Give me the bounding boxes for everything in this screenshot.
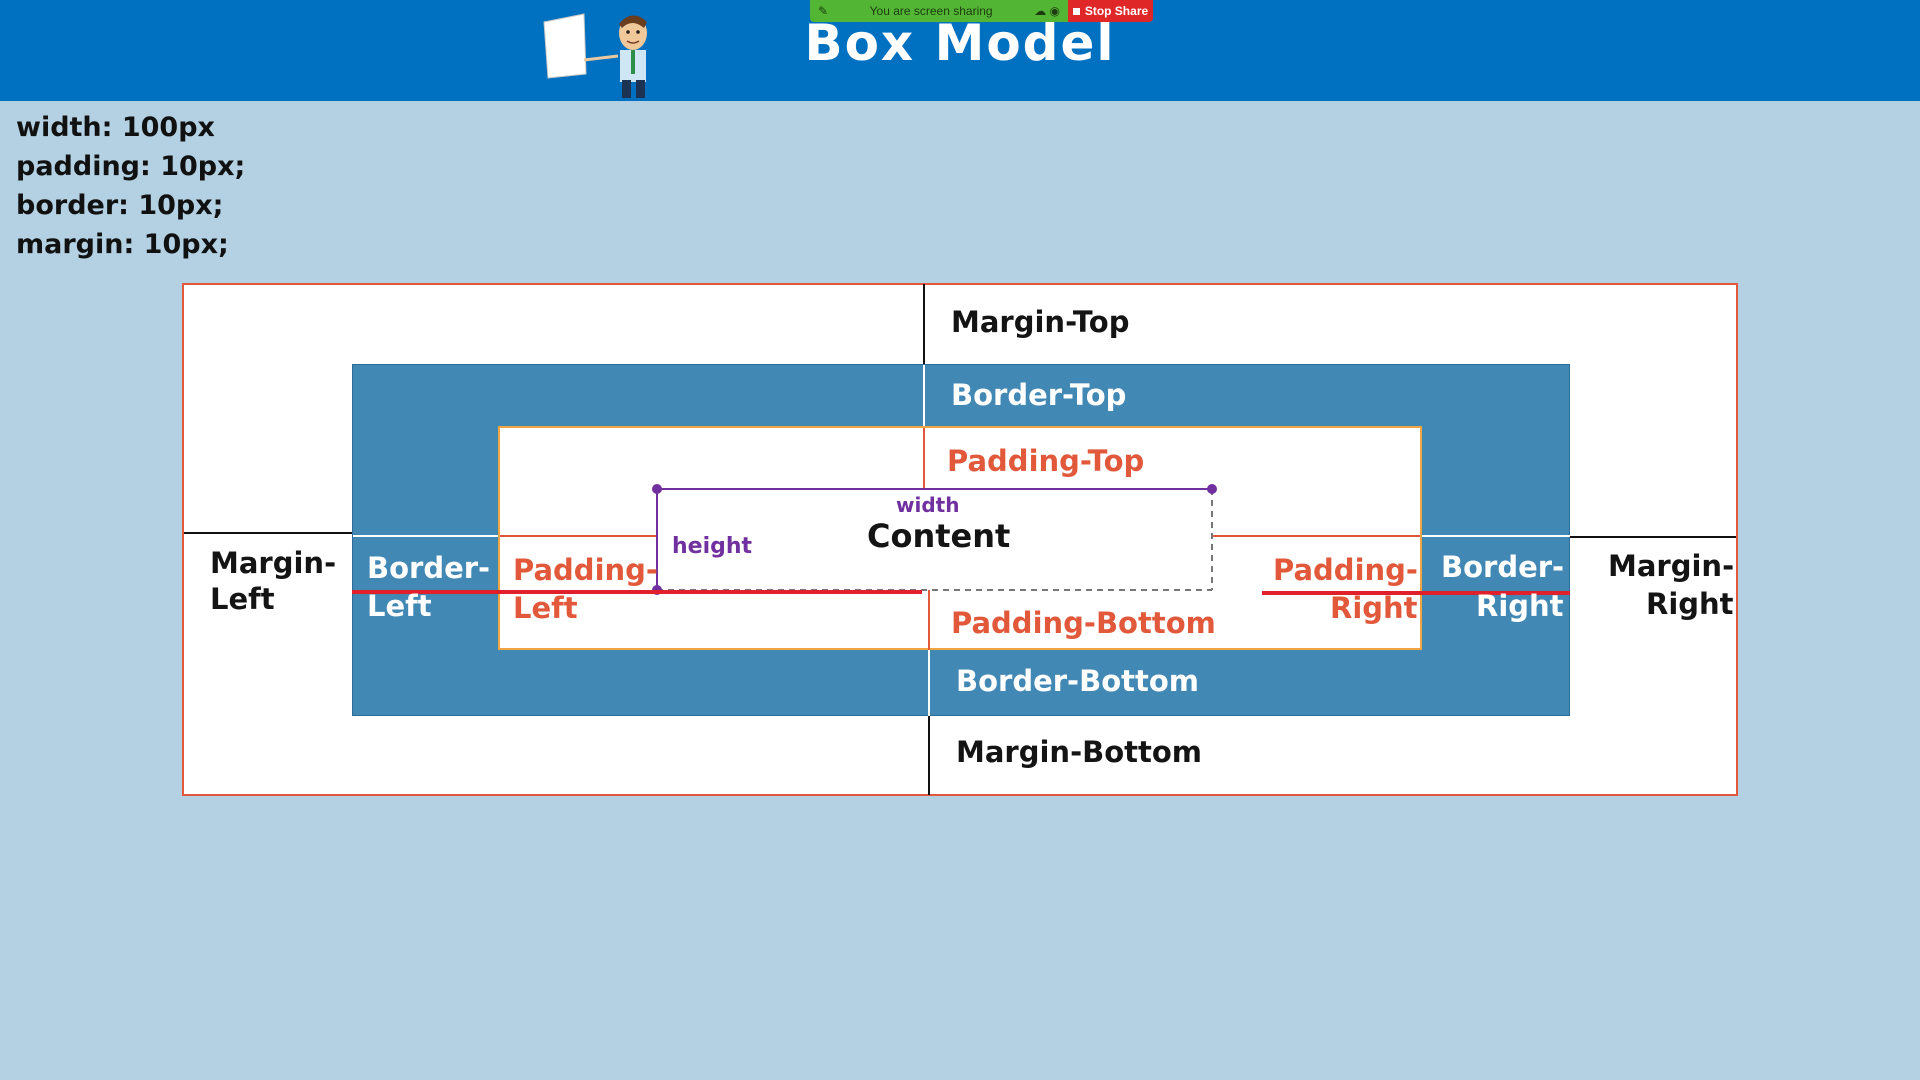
margin-right-divider bbox=[1570, 536, 1736, 538]
padding-right-label-line2: Right bbox=[1330, 591, 1418, 625]
border-right-divider bbox=[1422, 535, 1570, 537]
cloud-shield-icon[interactable]: ☁ ◉ bbox=[1034, 4, 1060, 18]
border-left-label-line1: Border- bbox=[367, 551, 491, 585]
border-left-label-line2: Left bbox=[367, 589, 432, 623]
css-padding-line: padding: 10px; bbox=[16, 151, 246, 182]
margin-top-divider bbox=[923, 284, 925, 364]
presenter-mascot-icon bbox=[543, 13, 647, 98]
css-border-line: border: 10px; bbox=[16, 190, 224, 221]
screen-share-bar: ✎ You are screen sharing ☁ ◉ Stop Share bbox=[810, 0, 1153, 22]
padding-left-label-line1: Padding- bbox=[513, 553, 658, 587]
border-right-label-line1: Border- bbox=[1441, 550, 1565, 584]
margin-right-label-line2: Right bbox=[1646, 587, 1734, 621]
stop-share-button[interactable]: Stop Share bbox=[1068, 0, 1153, 22]
margin-left-divider bbox=[184, 532, 352, 534]
css-margin-line: margin: 10px; bbox=[16, 229, 229, 260]
border-left-divider bbox=[353, 535, 498, 537]
margin-bottom-label: Margin-Bottom bbox=[956, 735, 1203, 769]
width-label: width bbox=[896, 493, 960, 517]
padding-right-divider bbox=[1212, 535, 1420, 537]
margin-top-label: Margin-Top bbox=[951, 305, 1130, 339]
page-title: Box Model bbox=[804, 14, 1116, 72]
stop-share-label: Stop Share bbox=[1084, 4, 1149, 18]
pin-icon[interactable]: ✎ bbox=[818, 4, 829, 18]
padding-right-label-line1: Padding- bbox=[1273, 553, 1418, 587]
padding-bottom-divider bbox=[928, 590, 930, 650]
height-label: height bbox=[672, 534, 753, 559]
border-bottom-divider bbox=[928, 650, 930, 716]
padding-left-label-line2: Left bbox=[513, 591, 578, 625]
css-property-list: width: 100px padding: 10px; border: 10px… bbox=[16, 108, 245, 264]
content-label: Content bbox=[867, 517, 1011, 555]
margin-right-label-line1: Margin- bbox=[1608, 549, 1735, 583]
margin-bottom-divider bbox=[928, 716, 930, 795]
border-top-label: Border-Top bbox=[951, 378, 1127, 412]
css-width-line: width: 100px bbox=[16, 112, 215, 143]
border-bottom-label: Border-Bottom bbox=[956, 664, 1199, 698]
padding-top-label: Padding-Top bbox=[947, 444, 1145, 478]
screen-share-status: ✎ You are screen sharing ☁ ◉ bbox=[810, 0, 1068, 22]
margin-left-label-line2: Left bbox=[210, 582, 275, 616]
padding-top-divider bbox=[923, 428, 925, 489]
padding-bottom-label: Padding-Bottom bbox=[951, 606, 1216, 640]
border-right-label-line2: Right bbox=[1476, 589, 1564, 623]
stop-icon bbox=[1072, 7, 1080, 15]
border-top-divider bbox=[923, 365, 925, 426]
margin-left-label-line1: Margin- bbox=[210, 546, 337, 580]
padding-left-divider bbox=[500, 535, 657, 537]
screen-share-status-text: You are screen sharing bbox=[869, 4, 993, 18]
